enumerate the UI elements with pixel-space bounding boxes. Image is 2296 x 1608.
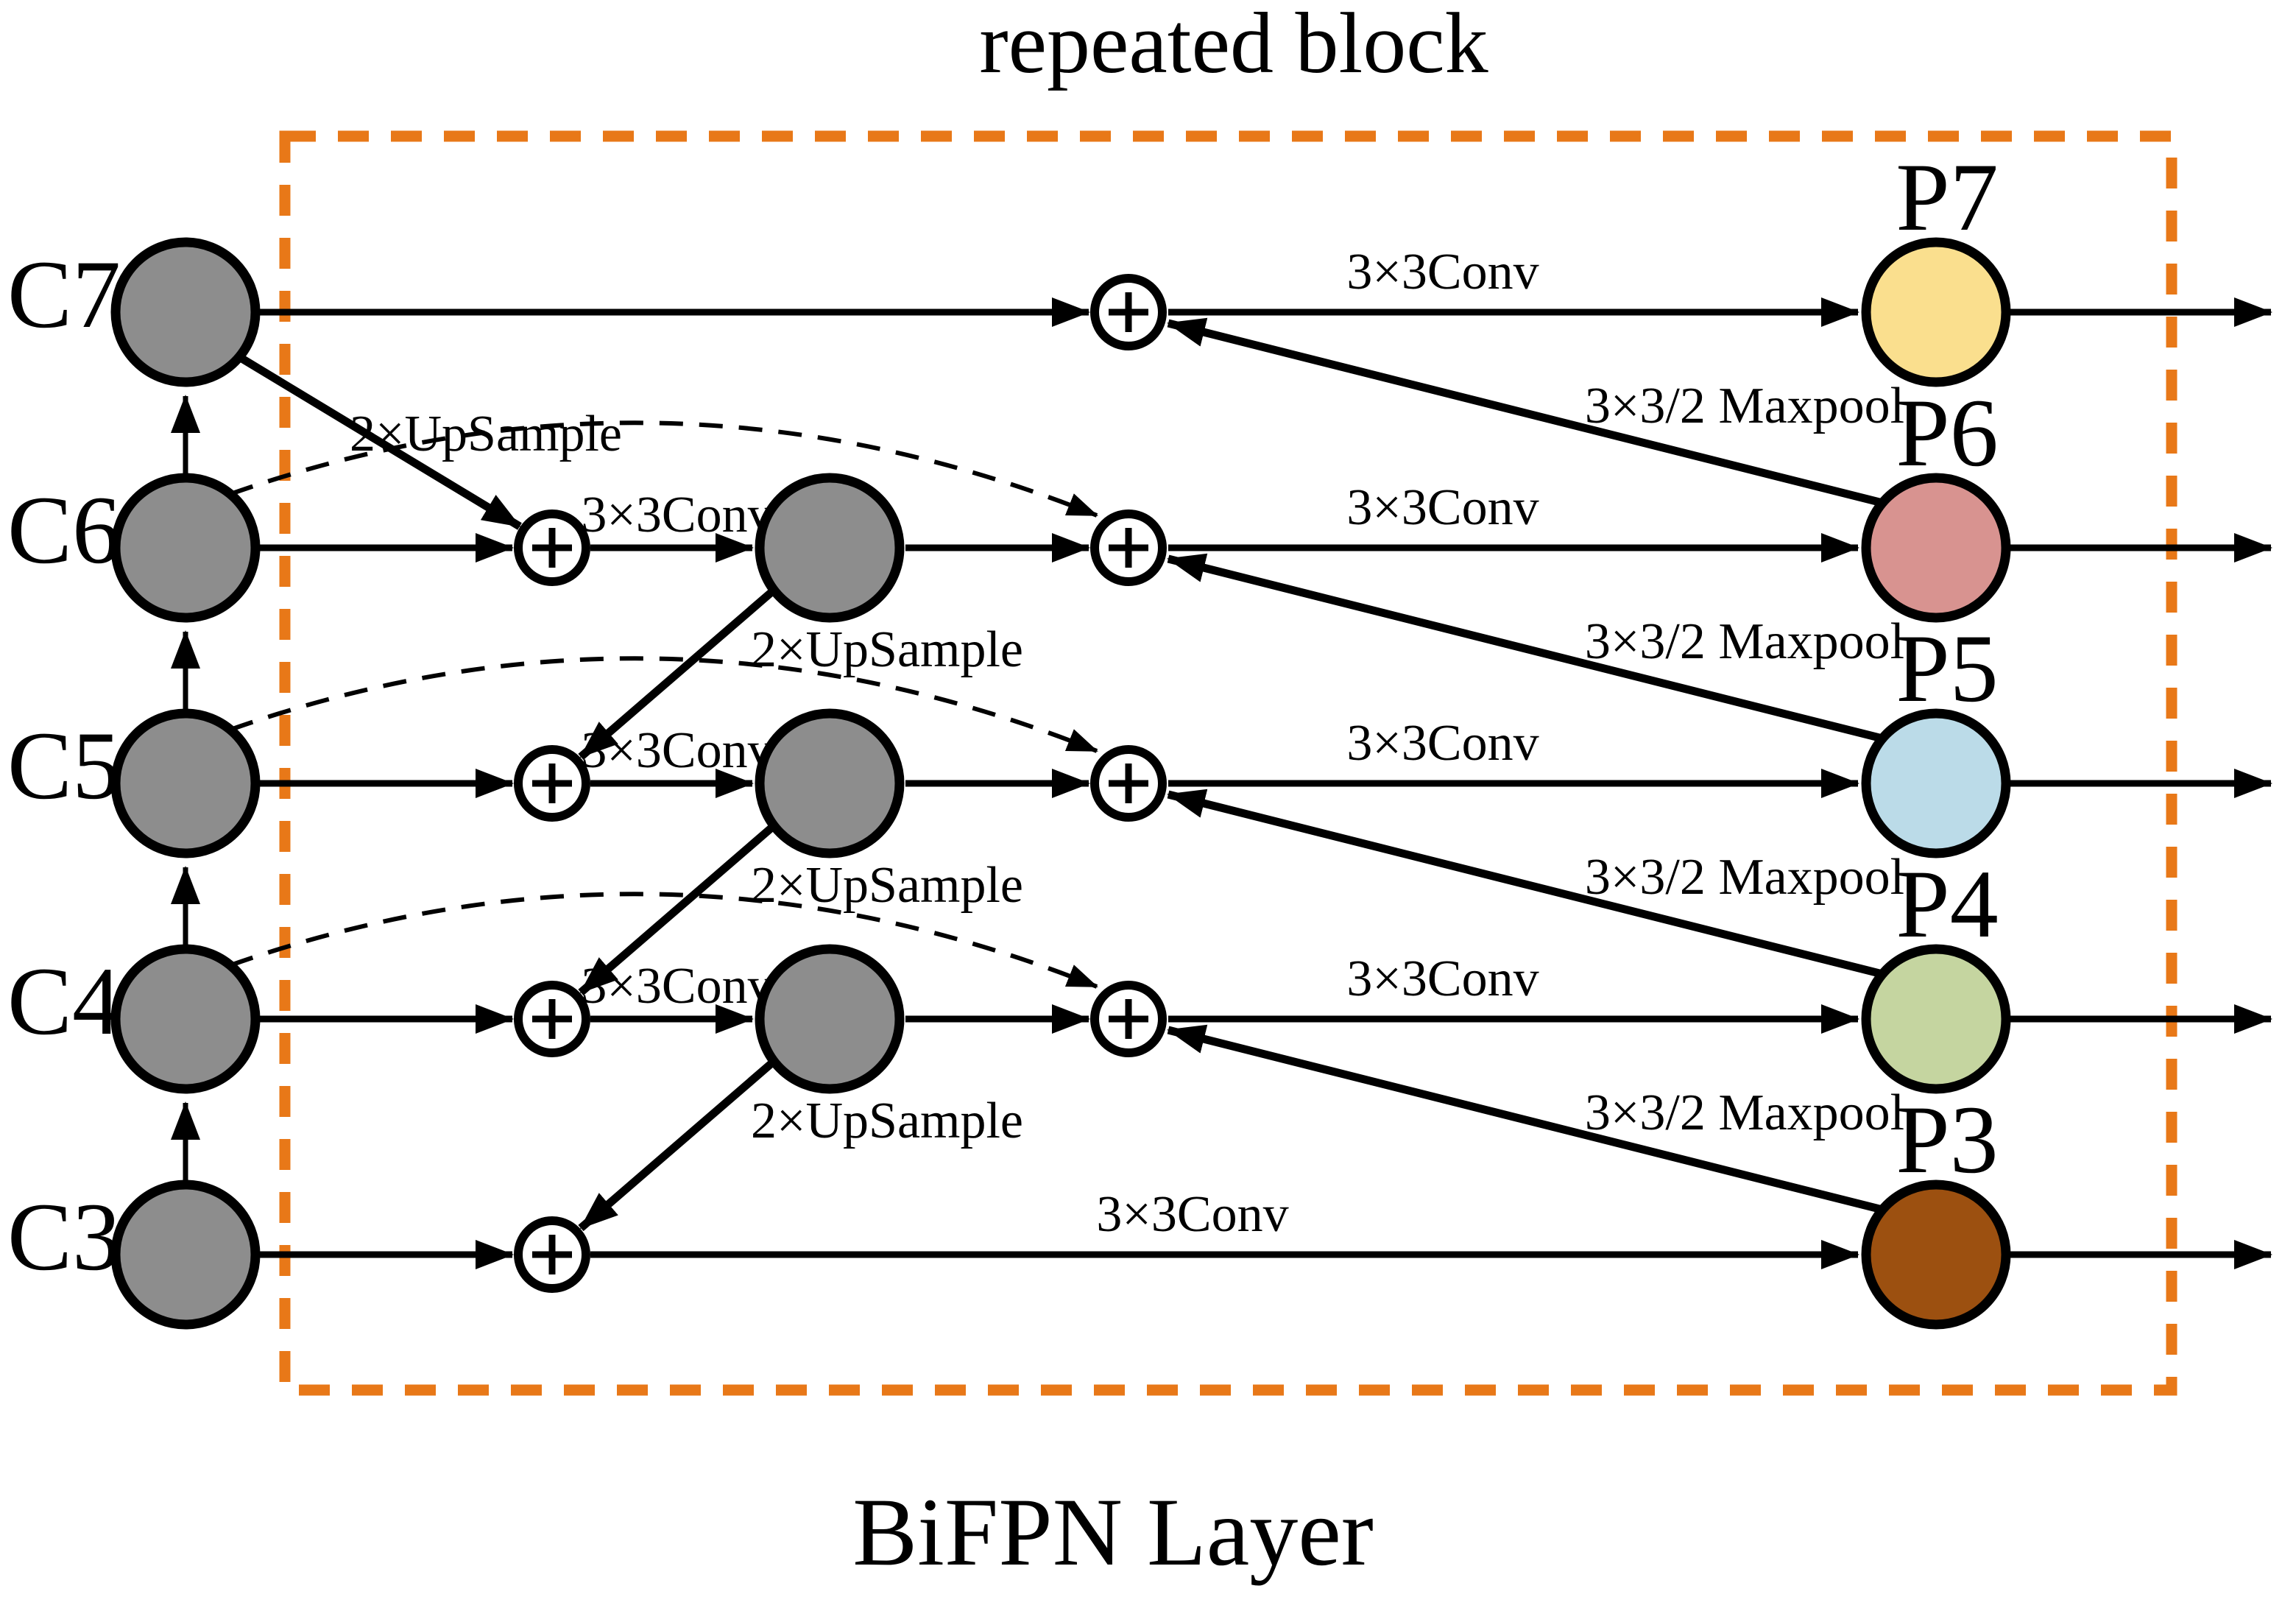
node-label-p3: P3 bbox=[1896, 1085, 1998, 1193]
edge-maxpool-p5-plus6-right bbox=[1167, 553, 1884, 743]
title-bifpn-layer: BiFPN Layer bbox=[852, 1478, 1374, 1586]
node-label-p4: P4 bbox=[1896, 850, 1998, 958]
output-node-p7 bbox=[1861, 237, 2011, 387]
output-node-circle-p5 bbox=[1861, 708, 2011, 858]
edge-upsample-c7-plus6-left bbox=[239, 354, 522, 530]
plus-icon bbox=[1109, 764, 1148, 803]
fusion-node-plus5-left bbox=[514, 745, 590, 822]
edge-label-conv-right-4: 3×3Conv bbox=[1346, 951, 1539, 1007]
intermediate-node-circle-td6 bbox=[755, 473, 905, 623]
edge-label-conv-left-6: 3×3Conv bbox=[581, 487, 773, 543]
node-label-p5: P5 bbox=[1896, 614, 1998, 722]
output-node-circle-p7 bbox=[1861, 237, 2011, 387]
plus-icon bbox=[532, 1235, 572, 1274]
edge-label-upsample-td6: 2×UpSample bbox=[751, 621, 1023, 678]
node-label-c3: C3 bbox=[7, 1182, 121, 1291]
edge-skip-c5-plus5-right bbox=[230, 656, 1098, 753]
edge-maxpool-p6-plus7 bbox=[1167, 317, 1884, 507]
output-node-p6 bbox=[1861, 473, 2011, 623]
output-node-p5 bbox=[1861, 708, 2011, 858]
edges-layer bbox=[171, 297, 2272, 1269]
edge-label-conv-right-5: 3×3Conv bbox=[1346, 715, 1539, 772]
edge-label-maxpool-6: 3×3/2 Maxpool bbox=[1585, 613, 1904, 670]
backbone-node-circle-c6 bbox=[110, 473, 261, 623]
intermediate-node-circle-td5 bbox=[755, 708, 905, 858]
edge-upsample-td5-plus4-left bbox=[578, 821, 778, 996]
fusion-node-plus7 bbox=[1090, 274, 1167, 350]
title-repeated-block: repeated block bbox=[979, 0, 1488, 91]
intermediate-node-circle-td4 bbox=[755, 944, 905, 1094]
output-node-circle-p3 bbox=[1861, 1179, 2011, 1330]
backbone-node-c6 bbox=[110, 473, 261, 623]
fusion-node-plus6-left bbox=[514, 509, 590, 586]
backbone-node-circle-c7 bbox=[110, 237, 261, 387]
fusion-node-plus6-right bbox=[1090, 509, 1167, 586]
edge-label-conv-right-6: 3×3Conv bbox=[1346, 479, 1539, 536]
repeated-block-border bbox=[279, 130, 2177, 1396]
plus-icon bbox=[1109, 528, 1148, 568]
node-label-p7: P7 bbox=[1896, 143, 1998, 251]
edge-maxpool-p3-plus4-right bbox=[1167, 1024, 1884, 1214]
node-label-c5: C5 bbox=[7, 711, 121, 819]
edge-skip-c4-plus4-right bbox=[230, 892, 1098, 989]
edge-label-conv-left-4: 3×3Conv bbox=[581, 958, 773, 1015]
intermediate-node-td4 bbox=[755, 944, 905, 1094]
plus-icon bbox=[1109, 999, 1148, 1039]
backbone-node-c3 bbox=[110, 1179, 261, 1330]
backbone-node-c7 bbox=[110, 237, 261, 387]
edge-skip-c6-plus6-right bbox=[230, 420, 1098, 518]
output-node-circle-p4 bbox=[1861, 944, 2011, 1094]
edge-label-upsample-td4: 2×UpSample bbox=[751, 1093, 1023, 1149]
plus-icon bbox=[1109, 292, 1148, 332]
fusion-node-plus4-left bbox=[514, 981, 590, 1057]
node-label-c7: C7 bbox=[7, 240, 121, 348]
node-label-c6: C6 bbox=[7, 476, 121, 584]
edge-label-conv-left-5: 3×3Conv bbox=[581, 722, 773, 779]
intermediate-node-td5 bbox=[755, 708, 905, 858]
fusion-node-plus4-right bbox=[1090, 981, 1167, 1057]
plus-icon bbox=[532, 528, 572, 568]
backbone-node-circle-c4 bbox=[110, 944, 261, 1094]
nodes-layer bbox=[110, 237, 2011, 1330]
edge-label-maxpool-7: 3×3/2 Maxpool bbox=[1585, 378, 1904, 434]
edge-label-upsample-td5: 2×UpSample bbox=[751, 857, 1023, 914]
edge-label-upsample-c7: 2×UpSample bbox=[350, 406, 622, 462]
node-label-p6: P6 bbox=[1896, 378, 1998, 487]
intermediate-node-td6 bbox=[755, 473, 905, 623]
edge-upsample-td6-plus5-left bbox=[578, 585, 778, 761]
output-node-p4 bbox=[1861, 944, 2011, 1094]
edge-label-conv-bottom-3: 3×3Conv bbox=[1096, 1186, 1288, 1243]
edge-label-maxpool-5: 3×3/2 Maxpool bbox=[1585, 849, 1904, 906]
output-node-p3 bbox=[1861, 1179, 2011, 1330]
plus-icon bbox=[532, 999, 572, 1039]
fusion-node-plus5-right bbox=[1090, 745, 1167, 822]
edge-label-maxpool-4: 3×3/2 Maxpool bbox=[1585, 1085, 1904, 1141]
plus-icon bbox=[532, 764, 572, 803]
node-label-c4: C4 bbox=[7, 947, 121, 1055]
edge-maxpool-p4-plus5-right bbox=[1167, 789, 1884, 978]
fusion-node-plus3 bbox=[514, 1216, 590, 1293]
backbone-node-circle-c5 bbox=[110, 708, 261, 858]
edge-label-conv-right-7: 3×3Conv bbox=[1346, 244, 1539, 300]
backbone-node-c4 bbox=[110, 944, 261, 1094]
edge-upsample-td4-plus3 bbox=[578, 1057, 778, 1232]
backbone-node-c5 bbox=[110, 708, 261, 858]
backbone-node-circle-c3 bbox=[110, 1179, 261, 1330]
output-node-circle-p6 bbox=[1861, 473, 2011, 623]
